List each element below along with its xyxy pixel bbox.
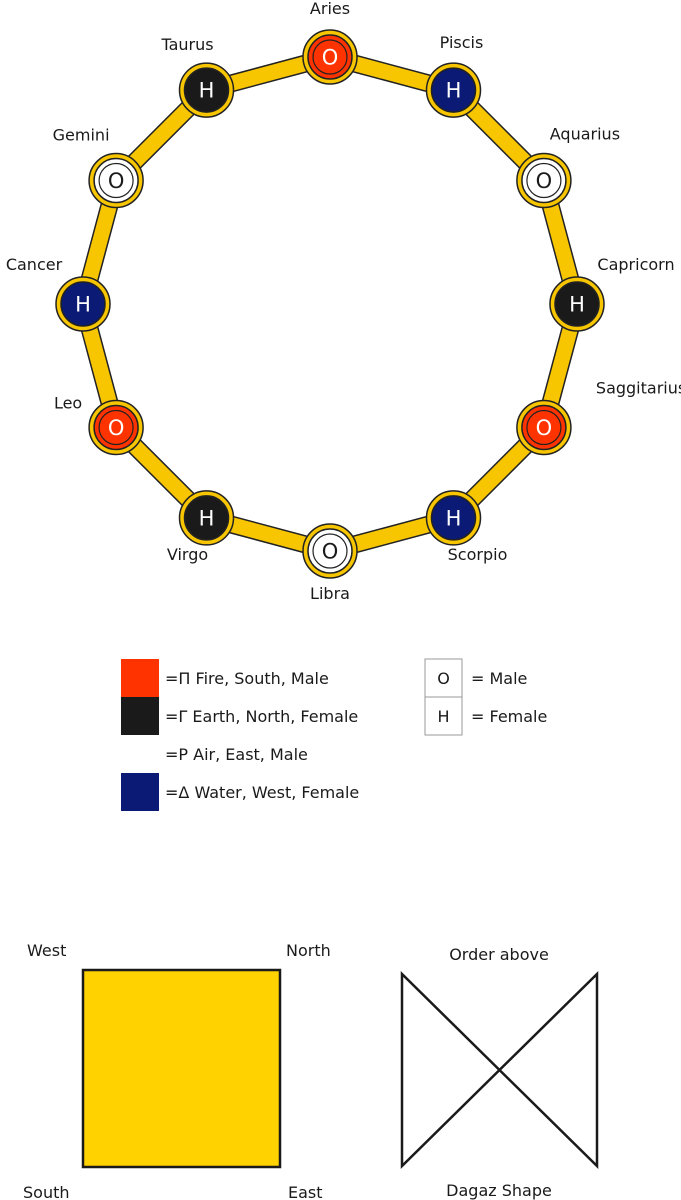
node-inner-ring xyxy=(312,533,348,569)
node-gemini: O xyxy=(88,152,144,209)
node-glyph: H xyxy=(199,506,215,530)
node-inner-ring xyxy=(98,409,134,446)
label-gemini: Gemini xyxy=(53,126,110,145)
node-capricorn: H xyxy=(549,276,605,332)
legend-glyph-box-male xyxy=(424,658,463,698)
label-saggitarius: Saggitarius xyxy=(596,379,681,398)
ring-band xyxy=(75,49,585,559)
node-glyph: H xyxy=(569,293,585,317)
zodiac-labels: AriesPiscisAquariusCapricornSaggitariusS… xyxy=(6,0,681,603)
node-fill-earth xyxy=(183,495,230,541)
node-glyph: O xyxy=(536,169,553,193)
label-leo: Leo xyxy=(54,394,82,413)
node-scorpio: H xyxy=(425,490,482,546)
legend-swatch-fire xyxy=(121,659,159,697)
dagaz-label-top: Order above xyxy=(449,945,549,964)
square-label-east: East xyxy=(288,1183,323,1200)
dagaz-figure: Order above Dagaz Shape xyxy=(400,945,599,1200)
node-glyph: H xyxy=(199,79,215,103)
node-glyph: O xyxy=(536,416,553,440)
node-aries: O xyxy=(302,29,358,85)
square-label-north: North xyxy=(286,941,331,960)
directions-square: West North South East xyxy=(23,941,331,1200)
node-fill-water xyxy=(430,67,477,113)
label-cancer: Cancer xyxy=(6,255,63,274)
legend-glyph-box-female xyxy=(424,696,463,736)
legend-female-text: = Female xyxy=(471,707,547,726)
node-leo: O xyxy=(88,399,144,456)
node-glyph: O xyxy=(322,540,339,564)
label-libra: Libra xyxy=(310,584,350,603)
node-fill-water xyxy=(430,495,477,541)
node-taurus: H xyxy=(178,62,235,118)
node-virgo: H xyxy=(178,490,235,546)
node-inner-ring xyxy=(526,409,562,446)
node-glyph: H xyxy=(446,506,462,530)
node-glyph: O xyxy=(108,169,125,193)
node-inner-ring xyxy=(98,162,134,199)
node-fill-earth xyxy=(183,67,230,113)
legend-swatch-air xyxy=(121,735,159,773)
node-aquarius: O xyxy=(516,152,572,209)
node-cancer: H xyxy=(55,276,111,332)
node-saggitarius: O xyxy=(516,399,572,456)
node-fill-earth xyxy=(554,281,600,327)
legend-swatch-earth xyxy=(121,697,159,735)
label-scorpio: Scorpio xyxy=(448,545,508,564)
dagaz-label-bottom: Dagaz Shape xyxy=(446,1181,552,1200)
node-glyph: H xyxy=(75,293,91,317)
node-inner-ring xyxy=(312,39,348,75)
square-label-south: South xyxy=(23,1183,70,1200)
yellow-square xyxy=(81,968,282,1169)
label-piscis: Piscis xyxy=(440,33,484,52)
zodiac-ring xyxy=(74,48,586,560)
legend-male-text: = Male xyxy=(471,669,527,688)
node-fill-fire xyxy=(521,404,567,451)
node-glyph: H xyxy=(446,79,462,103)
node-fill-air xyxy=(521,157,567,204)
label-capricorn: Capricorn xyxy=(597,255,674,274)
label-taurus: Taurus xyxy=(160,35,213,54)
legend-glyph-male: O xyxy=(437,669,450,688)
label-aries: Aries xyxy=(310,0,350,18)
square-label-west: West xyxy=(27,941,66,960)
node-inner-ring xyxy=(526,162,562,199)
legend-fire-text: =Π Fire, South, Male xyxy=(165,669,329,688)
dagaz-shape xyxy=(400,971,599,1169)
node-glyph: O xyxy=(108,416,125,440)
node-libra: O xyxy=(302,523,358,579)
element-legend: =Π Fire, South, Male =Γ Earth, North, Fe… xyxy=(121,659,359,811)
legend-swatch-water xyxy=(121,773,159,811)
node-fill-air xyxy=(307,528,353,574)
node-fill-fire xyxy=(93,404,139,451)
label-aquarius: Aquarius xyxy=(550,125,620,144)
label-virgo: Virgo xyxy=(167,545,208,564)
node-fill-fire xyxy=(307,34,353,80)
glyph-legend: O H = Male = Female xyxy=(424,658,547,736)
node-fill-air xyxy=(93,157,139,204)
legend-water-text: =Δ Water, West, Female xyxy=(165,783,359,802)
legend-glyph-female: H xyxy=(437,707,449,726)
node-piscis: H xyxy=(425,62,482,118)
legend-earth-text: =Γ Earth, North, Female xyxy=(165,707,358,726)
node-fill-water xyxy=(60,281,106,327)
node-glyph: O xyxy=(322,46,339,70)
legend-air-text: =Ρ Air, East, Male xyxy=(165,745,308,764)
zodiac-nodes: O H O H O H O H O H O H xyxy=(55,29,605,579)
